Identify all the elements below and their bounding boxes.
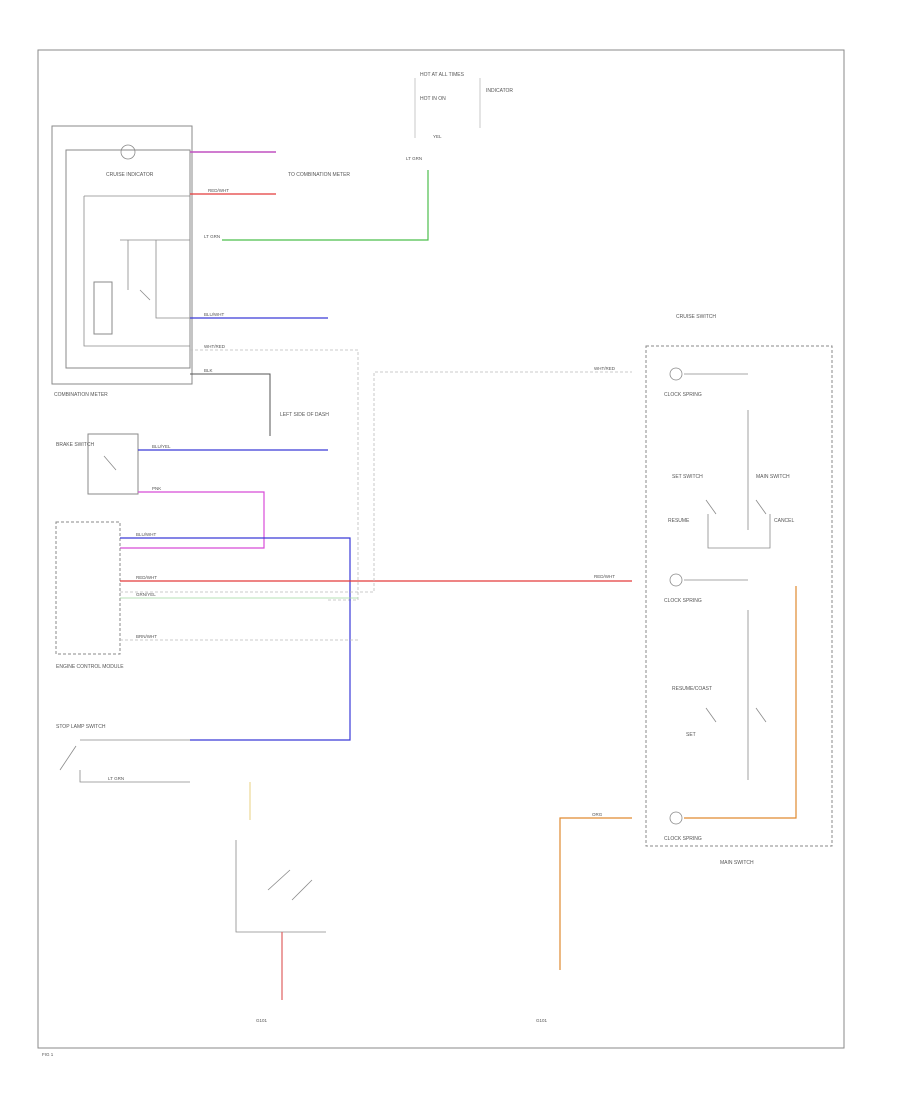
junction-label: LEFT SIDE OF DASH	[280, 412, 329, 418]
set-label: SET	[686, 732, 696, 738]
cruise-switch-label: CRUISE SWITCH	[676, 314, 716, 320]
cruise-switch-assembly: CRUISE SWITCH MAIN SWITCH CLOCK SPRING S…	[645, 314, 833, 866]
main-switch-label-top: MAIN SWITCH	[756, 474, 790, 480]
resume-coast-label: RESUME/COAST	[672, 686, 712, 692]
wire-code-red-wht-ecm: RED/WHT	[136, 575, 157, 580]
wire-code-grn-yel: GRN/YEL	[136, 592, 156, 597]
resume-label: RESUME	[668, 518, 690, 524]
wire-code-red-wht-right: RED/WHT	[594, 574, 615, 579]
wire-green	[222, 170, 429, 241]
wire-code-wht-red: WHT/RED	[204, 344, 226, 349]
ecm-label: ENGINE CONTROL MODULE	[56, 664, 124, 670]
clock-spring-label-2: CLOCK SPRING	[664, 598, 702, 604]
wire-gray-ground	[190, 349, 359, 601]
wire-code-brn-wht: BRN/WHT	[136, 634, 157, 639]
hot-in-on-label: HOT IN ON	[420, 96, 446, 102]
wire-code-blu-wht: BLU/WHT	[204, 312, 225, 317]
wire-violet-brake	[120, 491, 265, 549]
wire-orange-bottom	[559, 817, 632, 970]
wire-code-red-wht: RED/WHT	[208, 188, 229, 193]
wire-code-lt-grn-stop: LT GRN	[108, 776, 124, 781]
clock-spring-label-3: CLOCK SPRING	[664, 836, 702, 842]
wire-code-lt-grn-top: LT GRN	[406, 156, 422, 161]
clock-spring-icon-3	[669, 811, 683, 825]
wire-blue-ecm	[120, 537, 351, 741]
ground-label-right: G101	[536, 1018, 548, 1023]
main-switch-label: MAIN SWITCH	[720, 860, 754, 866]
combination-meter: CRUISE INDICATOR COMBINATION METER	[51, 125, 193, 398]
wire-code-wht-red-right: WHT/RED	[594, 366, 616, 371]
wire-code-blu-yel: BLU/YEL	[152, 444, 171, 449]
wire-gray-long	[120, 371, 632, 593]
stop-lamp-switch: STOP LAMP SWITCH	[56, 724, 190, 783]
power-source-block: HOT AT ALL TIMES HOT IN ON INDICATOR YEL…	[406, 72, 513, 161]
wire-code-blu-wht-ecm: BLU/WHT	[136, 532, 157, 537]
stop-lamp-switch-label: STOP LAMP SWITCH	[56, 724, 106, 730]
ground-label-left: G101	[256, 1018, 268, 1023]
indicator-label: INDICATOR	[486, 88, 513, 94]
wire-black-junction	[190, 373, 271, 436]
figure-footnote: FIG 1	[42, 1052, 54, 1057]
clock-spring-icon-1	[669, 367, 683, 381]
combination-meter-label: COMBINATION METER	[54, 392, 108, 398]
clock-spring-label-1: CLOCK SPRING	[664, 392, 702, 398]
cancel-label: CANCEL	[774, 518, 795, 524]
brake-switch: BRAKE SWITCH	[56, 433, 139, 495]
to-combination-meter-label: TO COMBINATION METER	[288, 172, 350, 178]
diagram-frame	[37, 49, 845, 1049]
hot-at-all-times-label: HOT AT ALL TIMES	[420, 72, 465, 78]
indicator-lamp-icon	[120, 144, 136, 160]
engine-control-module: ENGINE CONTROL MODULE	[55, 521, 124, 670]
set-switch-label: SET SWITCH	[672, 474, 703, 480]
wire-code-blk: BLK	[204, 368, 213, 373]
relay-block	[235, 840, 326, 933]
clock-spring-icon-2	[669, 573, 683, 587]
brake-switch-label: BRAKE SWITCH	[56, 442, 94, 448]
wire-code-lt-grn: LT GRN	[204, 234, 220, 239]
wire-code-yel-top: YEL	[433, 134, 442, 139]
wire-code-pnk: PNK	[152, 486, 161, 491]
cruise-indicator-label: CRUISE INDICATOR	[106, 172, 154, 178]
wire-orange-right	[684, 586, 797, 819]
wire-code-org: ORG	[592, 812, 603, 817]
